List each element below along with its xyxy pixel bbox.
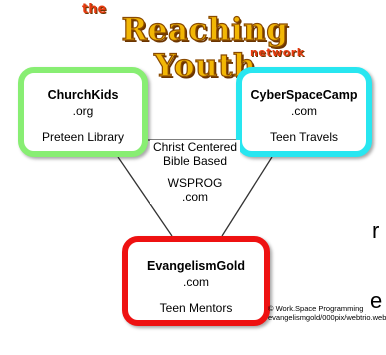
evangelismgold-box[interactable]: EvangelismGold .com Teen Mentors [122,236,270,326]
churchkids-title: ChurchKids [47,88,119,102]
cyberspacecamp-domain: .com [290,104,317,118]
churchkids-domain: .org [72,104,94,118]
copyright-line-1: © Work.Space Programming [268,304,364,313]
logo-the-text: the [82,2,107,17]
center-line-1: Christ Centered [152,140,238,154]
evangelismgold-title: EvangelismGold [147,259,245,273]
line-cyberspace-evangelism [221,156,273,237]
evangelismgold-domain: .com [182,275,209,289]
center-line-3: WSPROG [167,176,223,190]
churchkids-desc: Preteen Library [41,130,125,144]
cyberspacecamp-desc: Teen Travels [269,130,339,144]
logo-network-text: network [250,46,305,59]
center-line-4: .com [181,190,208,204]
copyright-line-2: evangelismgold/000pix/webtrio.web [268,313,386,322]
evangelismgold-desc: Teen Mentors [159,301,233,315]
reaching-youth-logo: Reaching Youth the network [80,2,330,85]
line-churchkids-evangelism [117,156,173,237]
cutoff-text-fragment: r [372,218,380,243]
cyberspacecamp-title: CyberSpaceCamp [250,88,358,102]
copyright-notice: © Work.Space Programming evangelismgold/… [268,304,386,322]
center-line-2: Bible Based [162,154,228,168]
cutoff-text-fragment: e [370,288,383,313]
cyberspacecamp-box[interactable]: CyberSpaceCamp .com Teen Travels [236,67,372,157]
center-wsprog-text[interactable]: Christ Centered Bible Based WSPROG .com [150,140,240,204]
center-spacer [150,168,240,176]
churchkids-box[interactable]: ChurchKids .org Preteen Library [18,67,148,157]
